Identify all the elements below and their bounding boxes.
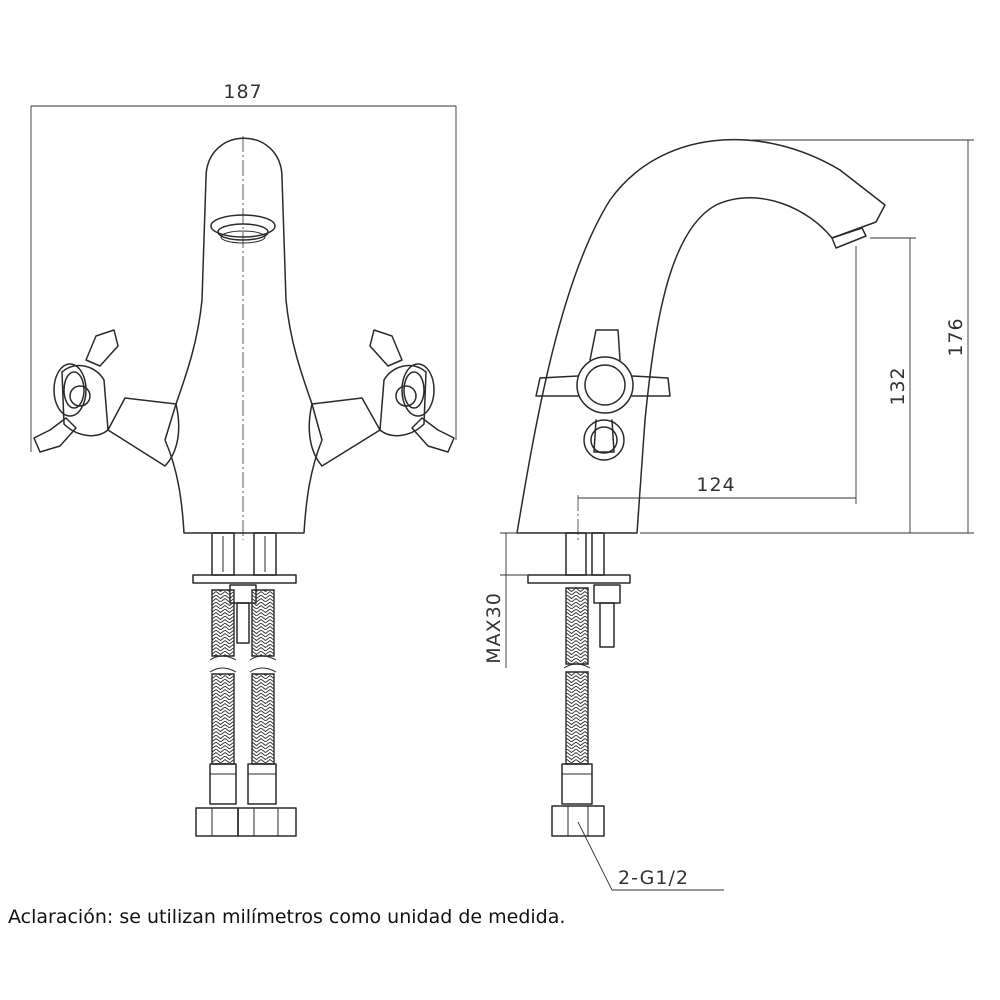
faucet-body-side <box>516 138 886 534</box>
dimension-spout-height: 132 <box>870 237 916 533</box>
right-cross-handle <box>369 329 455 453</box>
left-cross-handle <box>33 329 119 453</box>
aerator-inner <box>217 223 269 241</box>
side-cross-handle <box>535 329 671 461</box>
side-view: 176 132 124 MAX30 2-G1/2 <box>483 138 974 891</box>
front-view: 187 <box>30 81 457 837</box>
front-hose-right-upper <box>251 589 275 657</box>
front-mounting-plate <box>192 574 297 584</box>
units-caption: Aclaración: se utilizan milímetros como … <box>8 906 566 928</box>
side-mounting-plate <box>527 574 631 584</box>
connection-label: 2-G1/2 <box>618 867 689 889</box>
spout-height-label: 132 <box>887 366 909 405</box>
side-aerator <box>831 227 867 249</box>
max-thickness-label: MAX30 <box>483 592 505 664</box>
spout-reach-label: 124 <box>696 474 735 496</box>
side-hose-upper <box>565 587 589 665</box>
side-hose-lower <box>565 671 589 765</box>
overall-height-label: 176 <box>945 317 967 356</box>
connection-leader: 2-G1/2 <box>577 821 724 891</box>
front-hose-right-lower <box>251 673 275 765</box>
faucet-body-front <box>164 137 323 534</box>
aerator-outer <box>210 214 276 238</box>
overall-width-label: 187 <box>223 81 262 103</box>
front-hex-nuts <box>195 807 297 837</box>
front-hose-left-lower <box>211 673 235 765</box>
front-hose-left-upper <box>211 589 235 657</box>
dimension-overall-width: 187 <box>30 81 457 452</box>
left-valve-neck <box>107 397 180 467</box>
side-hex-nut <box>551 805 605 837</box>
dimension-max-thickness: MAX30 <box>483 532 530 668</box>
side-stud <box>565 532 587 576</box>
dimension-overall-height: 176 <box>640 139 974 534</box>
dimension-spout-reach: 124 <box>578 246 857 504</box>
right-valve-neck <box>308 397 381 467</box>
